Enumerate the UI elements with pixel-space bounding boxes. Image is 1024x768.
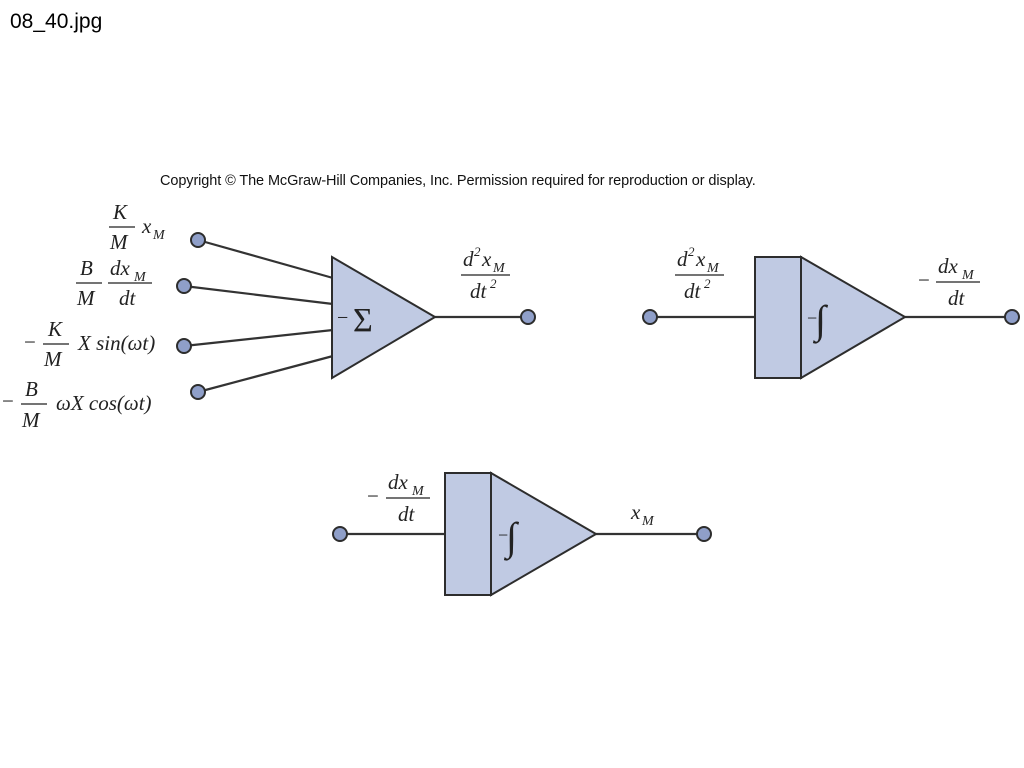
summer-input-node-3 [176, 338, 192, 354]
int1-out-den: dt [948, 286, 966, 310]
summer-out-num-d: d [463, 247, 474, 271]
int1-in-num-sub: M [706, 261, 720, 276]
summer-input-label-3: − K M X sin(ωt) [24, 317, 155, 371]
summer-input-wire-3 [183, 328, 334, 348]
integrator2-sign: − [498, 525, 508, 545]
summer-input-wire-1 [197, 238, 334, 280]
input3-coef-num: K [47, 317, 63, 341]
file-name: 08_40.jpg [10, 10, 103, 33]
input1-coef-num: K [112, 200, 128, 224]
input2-frac-den: dt [119, 286, 137, 310]
integrator1-rect [754, 256, 802, 379]
integrator1-input-node [642, 309, 658, 325]
summer-input-wire-2 [183, 284, 334, 306]
int2-in-den: dt [398, 502, 416, 526]
summer-out-num-x: x [481, 247, 492, 271]
summer-input-label-1: K M x M [109, 200, 166, 254]
input2-coef-den: M [76, 286, 96, 310]
integrator-block-2: − ∫ − dx M dt x M [332, 470, 712, 597]
int1-in-den: dt [684, 279, 702, 303]
summer-out-den: dt [470, 279, 488, 303]
summer-out-num-sup: 2 [474, 244, 481, 259]
integrator1-output-label: − dx M dt [918, 254, 980, 310]
integrator2-output-node [696, 526, 712, 542]
input3-term: X sin(ωt) [77, 331, 155, 355]
input4-term: ωX cos(ωt) [56, 391, 152, 415]
copyright-notice: Copyright © The McGraw-Hill Companies, I… [160, 173, 756, 189]
integrator2-triangle [490, 471, 598, 597]
integrator2-input-label: − dx M dt [367, 470, 430, 526]
integrator1-triangle [800, 255, 907, 380]
int1-out-num: dx [938, 254, 959, 278]
input2-coef-num: B [80, 256, 93, 280]
summation-symbol: Σ [353, 302, 373, 339]
summer-input-label-4: − B M ωX cos(ωt) [2, 377, 152, 432]
summer-input-node-2 [176, 278, 192, 294]
integral-icon: ∫ [503, 514, 520, 561]
int1-out-num-sub: M [961, 268, 975, 283]
input4-coef-num: B [25, 377, 38, 401]
summer-out-den-sup: 2 [490, 276, 497, 291]
integrator2-output-label: x M [630, 500, 655, 529]
integrator1-input-label: d 2 x M dt 2 [675, 244, 724, 303]
input2-frac-num-sub: M [133, 270, 147, 285]
int2-out-term: x [630, 500, 641, 524]
int2-in-prefix: − [367, 484, 379, 508]
int2-out-term-sub: M [641, 514, 655, 529]
integrator1-output-node [1004, 309, 1020, 325]
input1-term: x [141, 214, 152, 238]
integrator1-sign: − [807, 308, 817, 328]
input4-coef-den: M [21, 408, 41, 432]
int1-in-num-sup: 2 [688, 244, 695, 259]
summer-input-node-1 [190, 232, 206, 248]
summer-output-node [520, 309, 536, 325]
input3-coef-den: M [43, 347, 63, 371]
summer-sign: − [337, 307, 348, 329]
int2-in-num: dx [388, 470, 409, 494]
integrator2-rect [444, 472, 492, 596]
summer-out-num-sub: M [492, 261, 506, 276]
summer-input-node-4 [190, 384, 206, 400]
integrator-block-1: − ∫ d 2 x M dt 2 − dx M dt [642, 244, 1020, 380]
int1-in-num-d: d [677, 247, 688, 271]
summer-input-label-2: B M dx M dt [76, 256, 152, 310]
integrator2-input-node [332, 526, 348, 542]
int1-in-num-x: x [695, 247, 706, 271]
input4-prefix: − [2, 389, 14, 413]
int2-in-num-sub: M [411, 484, 425, 499]
summer-triangle [331, 255, 437, 380]
input2-frac-num: dx [110, 256, 131, 280]
int1-in-den-sup: 2 [704, 276, 711, 291]
integral-icon: ∫ [812, 297, 829, 344]
input3-prefix: − [24, 330, 36, 354]
input1-coef-den: M [109, 230, 129, 254]
summer-block: − Σ K M x M B M dx M dt − K [2, 200, 536, 432]
input1-term-sub: M [152, 228, 166, 243]
summer-input-wire-4 [197, 354, 334, 394]
summer-output-label: d 2 x M dt 2 [461, 244, 510, 303]
int1-out-prefix: − [918, 268, 930, 292]
